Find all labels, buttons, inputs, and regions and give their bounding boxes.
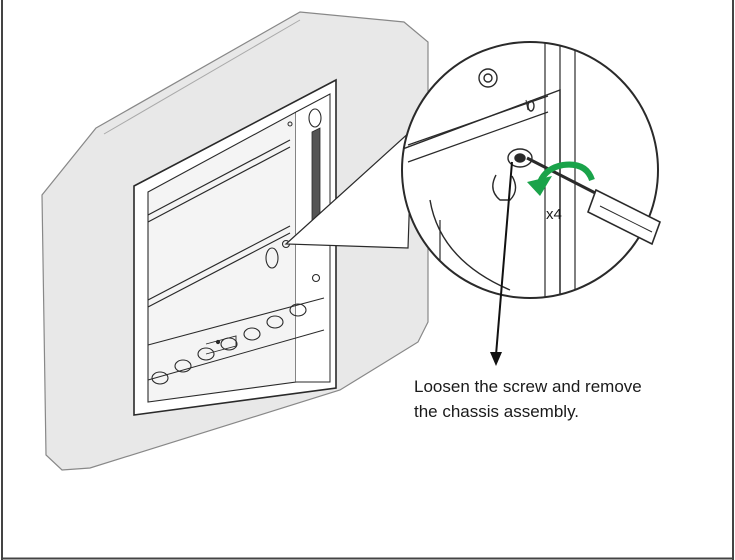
- instruction-line: Loosen the screw and remove: [414, 377, 642, 396]
- rotation-arrow-icon: [527, 161, 595, 196]
- instruction-text: Loosen the screw and remove the chassis …: [414, 374, 642, 424]
- detail-zoom: [401, 41, 659, 299]
- screw-count-label: x4: [546, 206, 562, 223]
- instruction-line: the chassis assembly.: [414, 402, 580, 421]
- screwdriver-icon: [526, 156, 661, 246]
- leader-arrow-icon: [490, 161, 513, 366]
